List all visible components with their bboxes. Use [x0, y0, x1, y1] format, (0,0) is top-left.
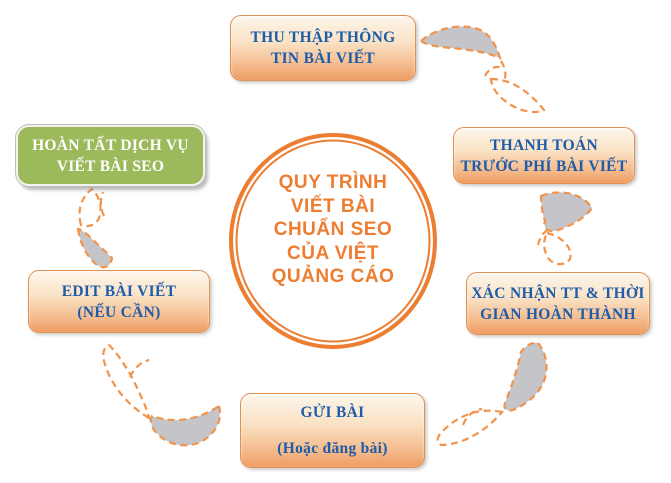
curved-dashed-arrow-1: [419, 25, 546, 114]
step-label-line: EDIT BÀI VIẾT: [61, 282, 177, 300]
center-title-line: VIẾT BÀI: [290, 195, 376, 217]
curved-dashed-arrow-4: [102, 343, 222, 447]
step-edit-article: EDIT BÀI VIẾT (NẾU CẦN): [28, 270, 210, 333]
curved-dashed-arrow-2: [536, 191, 594, 266]
step-label-line: XÁC NHẬN TT & THỜI: [471, 284, 645, 302]
curved-dashed-arrow-3: [436, 341, 548, 447]
step-label-line: (Hoặc đăng bài): [277, 440, 388, 457]
step-label-line: TIN BÀI VIẾT: [270, 50, 376, 67]
step-confirm-time: XÁC NHẬN TT & THỜI GIAN HOÀN THÀNH: [466, 272, 650, 335]
step-label-line: THU THẬP THÔNG: [250, 29, 396, 46]
step-complete-service: HOÀN TẤT DỊCH VỤ VIẾT BÀI SEO: [16, 125, 205, 186]
center-title-line: CHUẨN SEO: [273, 219, 393, 241]
step-label-line: GỬI BÀI: [300, 404, 365, 421]
curved-dashed-arrow-5: [76, 187, 114, 269]
center-title: QUY TRÌNH VIẾT BÀI CHUẨN SEO CỦA VIỆT QU…: [272, 171, 395, 289]
step-label-line: THANH TOÁN: [490, 136, 598, 154]
center-title-line: CỦA VIỆT: [287, 242, 379, 264]
step-label-line: GIAN HOÀN THÀNH: [480, 305, 636, 323]
center-title-line: QUẢNG CÁO: [271, 266, 395, 288]
step-pay-fee: THANH TOÁN TRƯỚC PHÍ BÀI VIẾT: [453, 127, 635, 184]
step-label-line: VIẾT BÀI SEO: [56, 157, 165, 175]
center-title-line: QUY TRÌNH: [278, 172, 388, 194]
step-label-line: TRƯỚC PHÍ BÀI VIẾT: [460, 157, 628, 175]
step-label-line: (NẾU CẦN): [77, 303, 161, 321]
step-send-article: GỬI BÀI (Hoặc đăng bài): [240, 393, 425, 468]
step-collect-info: THU THẬP THÔNG TIN BÀI VIẾT: [230, 15, 416, 81]
center-circle: QUY TRÌNH VIẾT BÀI CHUẨN SEO CỦA VIỆT QU…: [229, 133, 437, 349]
step-label-line: HOÀN TẤT DỊCH VỤ: [32, 136, 189, 154]
